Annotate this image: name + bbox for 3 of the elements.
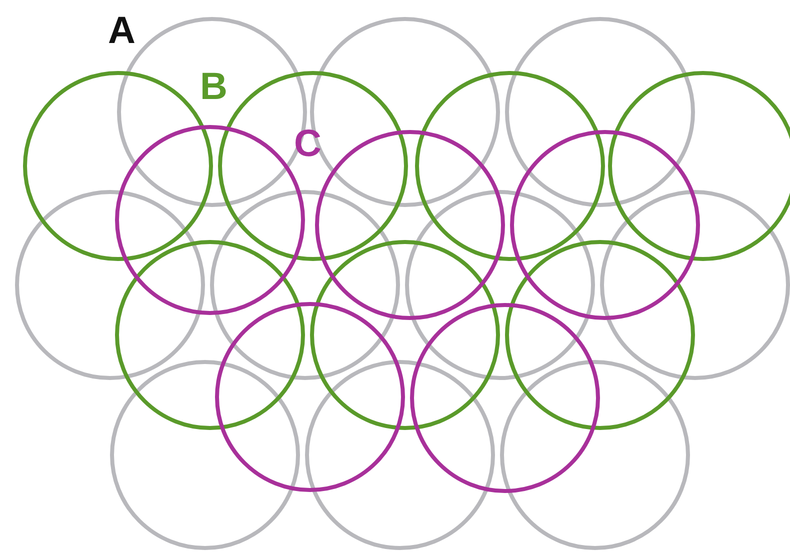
layer-label: C <box>294 125 322 163</box>
layer-label: B <box>200 68 228 106</box>
layer-label: A <box>108 12 136 50</box>
